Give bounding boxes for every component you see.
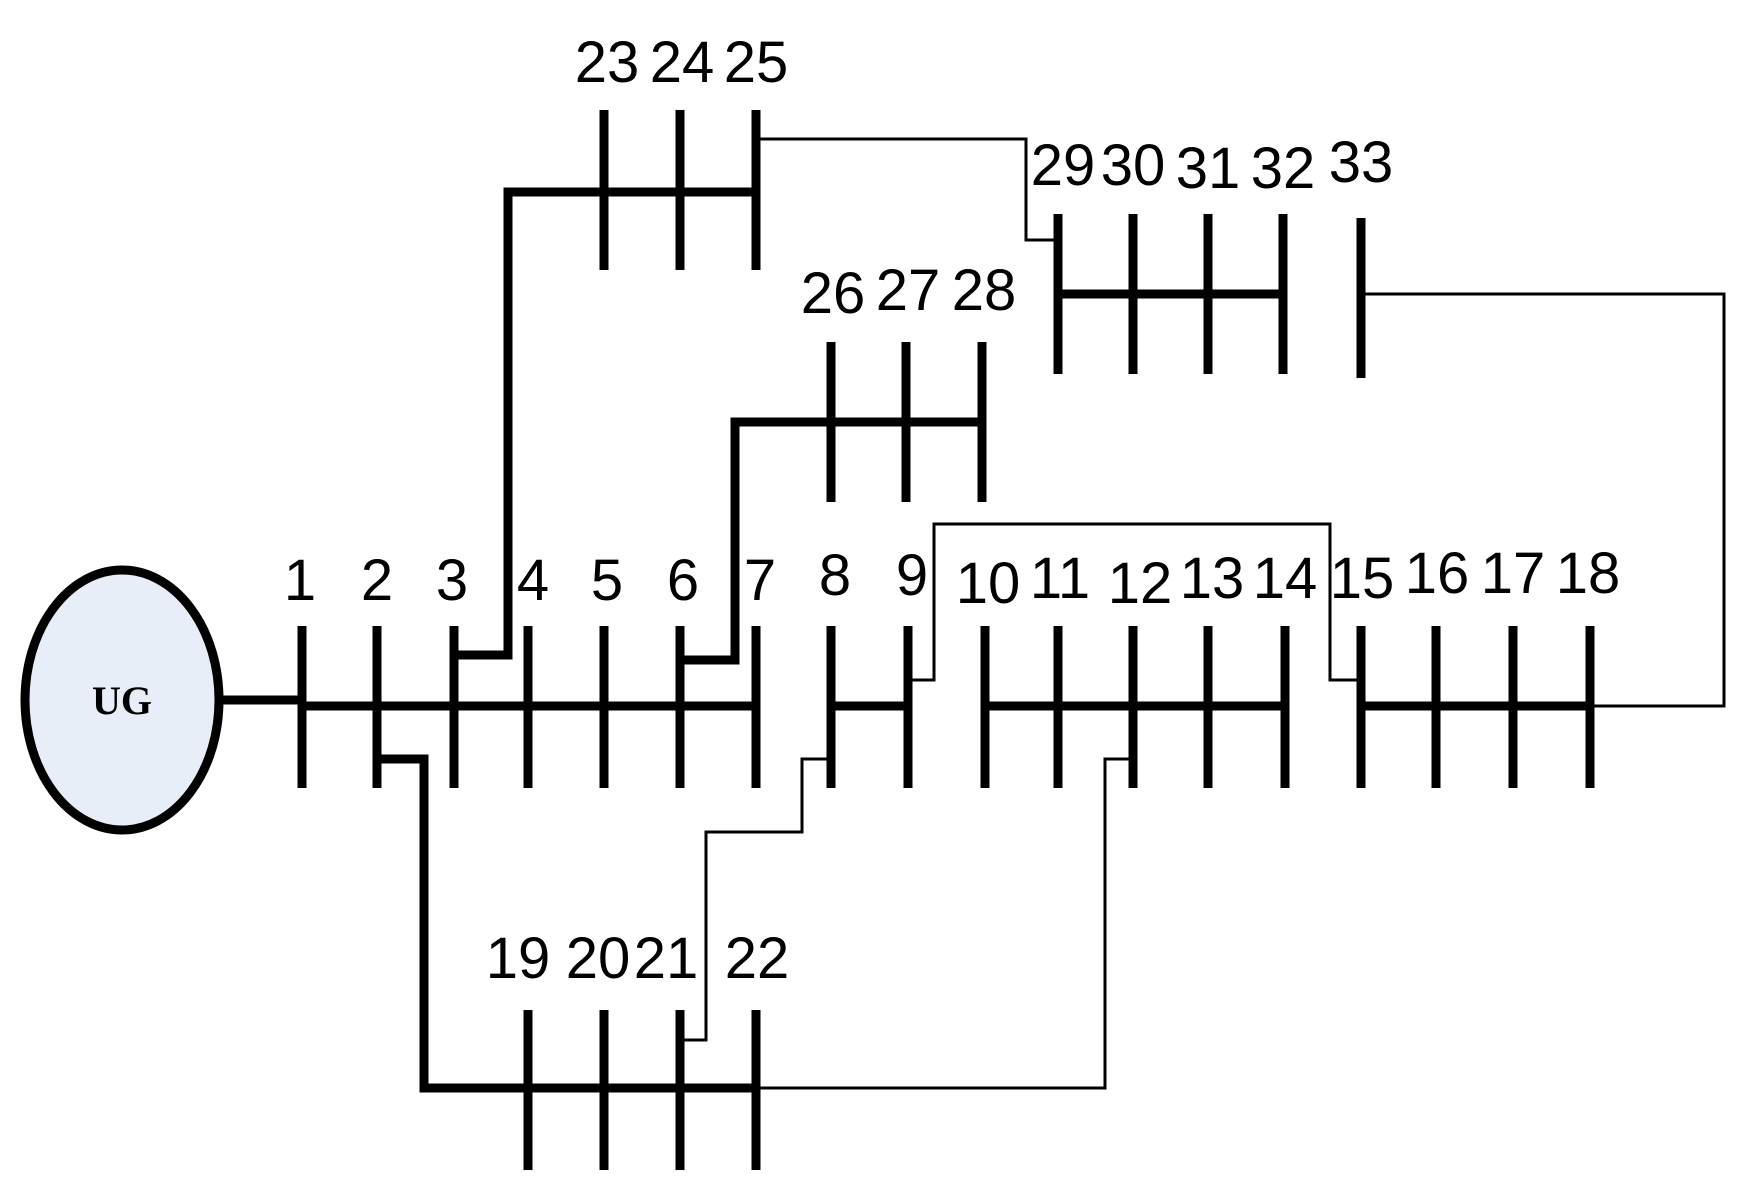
bus-label-10: 10 (956, 551, 1021, 616)
bus-label-31: 31 (1176, 136, 1241, 201)
bus-label-23: 23 (575, 30, 640, 95)
bus-label-20: 20 (566, 926, 631, 991)
bus-label-8: 8 (819, 543, 851, 608)
line-bus3-bus23 (454, 187, 604, 660)
bus-label-14: 14 (1253, 546, 1318, 611)
bus-label-17: 17 (1481, 541, 1546, 606)
tie-line-bus12-bus22 (756, 757, 1133, 1090)
bus-label-9: 9 (896, 543, 928, 608)
tie-line-bus25-bus29 (756, 137, 1058, 242)
bus-label-3: 3 (436, 548, 468, 613)
bus-label-19: 19 (486, 926, 551, 991)
bus-label-33: 33 (1329, 130, 1394, 195)
line-bus2-bus19 (377, 754, 528, 1093)
bus-label-26: 26 (801, 261, 866, 326)
bus-label-2: 2 (361, 548, 393, 613)
bus-label-25: 25 (724, 30, 789, 95)
tie-lines (680, 137, 1726, 1090)
bus-label-7: 7 (744, 548, 776, 613)
bus-label-21: 21 (634, 926, 699, 991)
bus-label-27: 27 (876, 258, 941, 323)
utility-grid-source: UG (20, 565, 224, 835)
bus-label-22: 22 (725, 926, 790, 991)
bus-label-4: 4 (517, 548, 549, 613)
bus-label-5: 5 (591, 548, 623, 613)
utility-grid-label: UG (92, 678, 152, 723)
bus-label-30: 30 (1101, 133, 1166, 198)
bus-label-6: 6 (667, 548, 699, 613)
tie-line-bus9-bus15 (908, 522, 1361, 682)
tie-line-bus33-bus18 (1361, 292, 1726, 708)
bus-labels: 1 2 3 4 5 6 7 8 9 10 11 12 13 14 15 16 1… (284, 30, 1620, 991)
tie-line-bus8-bus21 (680, 757, 831, 1042)
bus-label-28: 28 (952, 258, 1017, 323)
bus-label-11: 11 (1030, 546, 1090, 611)
bus-label-1: 1 (284, 548, 316, 613)
bus-label-32: 32 (1251, 136, 1316, 201)
bus-label-24: 24 (650, 30, 715, 95)
bus-bars (297, 110, 1595, 1170)
bus-label-12: 12 (1108, 551, 1173, 616)
line-bus6-bus26 (680, 417, 831, 665)
bus-label-15: 15 (1330, 546, 1395, 611)
bus-label-29: 29 (1031, 133, 1096, 198)
bus-label-18: 18 (1556, 541, 1621, 606)
bus-label-13: 13 (1180, 546, 1245, 611)
bus-label-16: 16 (1405, 541, 1470, 606)
